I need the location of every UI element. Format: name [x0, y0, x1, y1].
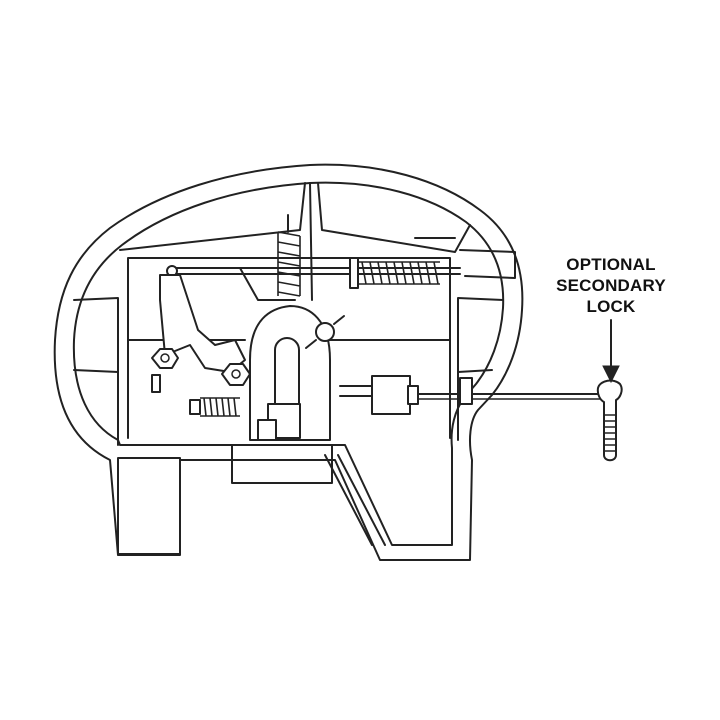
rib-top-left — [119, 182, 306, 251]
secondary-lock-callout: OPTIONAL SECONDARY LOCK — [536, 254, 686, 317]
wing-nut — [315, 322, 335, 342]
upper-spring-cap — [349, 257, 359, 289]
wing-nut-tabs — [305, 315, 345, 349]
air-cylinder-cap — [407, 385, 419, 405]
cylinder-arm — [339, 385, 373, 397]
vertical-spring — [277, 231, 301, 297]
rib-left-window — [73, 297, 119, 446]
upper-spring — [356, 261, 440, 285]
lever-rod — [239, 267, 296, 301]
rib-upper-inner — [127, 257, 451, 439]
rib-right-window — [457, 297, 504, 441]
jaw-base — [257, 419, 277, 441]
rib-top-vertical — [309, 182, 313, 301]
callout-line-1: OPTIONAL — [566, 255, 656, 274]
callout-arrowhead — [602, 365, 620, 384]
handle-end-right — [414, 237, 516, 279]
callout-line-2: SECONDARY — [556, 276, 666, 295]
left-bracket — [151, 374, 161, 393]
hex-nut-left-hole — [160, 353, 170, 363]
lower-spring — [200, 397, 240, 417]
callout-line-3: LOCK — [586, 297, 636, 316]
hex-nut-center-hole — [231, 369, 241, 379]
handle-grip — [604, 414, 617, 452]
hex-nut-center — [221, 363, 251, 386]
right-rod-guide — [459, 377, 473, 405]
rib-top-right — [317, 182, 471, 253]
bottom-plate-block — [231, 444, 333, 484]
lower-spring-cap — [189, 399, 201, 415]
plate-inner-outline — [72, 181, 505, 546]
rib-right-lower — [457, 369, 493, 373]
plate-outer-outline — [53, 163, 524, 561]
bottom-left-pad — [117, 457, 181, 555]
hex-nut-left — [151, 348, 179, 369]
air-cylinder — [371, 375, 411, 415]
rib-left-lower — [73, 369, 119, 373]
